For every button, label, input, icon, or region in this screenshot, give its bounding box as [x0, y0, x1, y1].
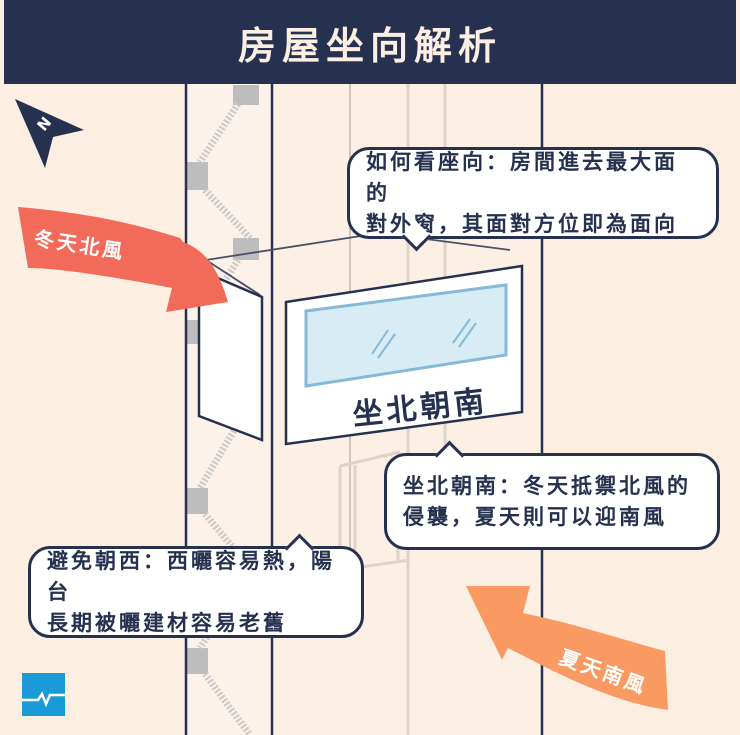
- title-banner: 房屋坐向解析: [4, 0, 736, 84]
- bubble-avoid-west: 避免朝西：西曬容易熱，陽台 長期被曬建材容易老舊: [28, 533, 364, 638]
- bubble-line: 侵襲，夏天則可以迎南風: [403, 504, 667, 529]
- compass-icon: [15, 99, 84, 168]
- bubble-north-facing-south: 坐北朝南：冬天抵禦北風的 侵襲，夏天則可以迎南風: [384, 440, 720, 550]
- bubble-how-to-read-orientation: 如何看座向：房間進去最大面的 對外窗，其面對方位即為面向: [347, 147, 719, 252]
- pulse-logo-icon: [22, 673, 65, 716]
- illustration: N 冬天北風 夏天南風 坐北朝南 如何看座向：房間進去最大面的 對外窗，其面對方…: [0, 84, 740, 735]
- winter-wind-arrow: [18, 207, 228, 312]
- side-panel: [197, 268, 264, 442]
- bubble-line: 坐北朝南：冬天抵禦北風的: [403, 473, 691, 498]
- bubble-line: 避免朝西：西曬容易熱，陽台: [47, 548, 335, 604]
- bubble-line: 長期被曬建材容易老舊: [47, 610, 287, 635]
- bubble-line: 如何看座向：房間進去最大面的: [366, 149, 678, 205]
- glass-window: [304, 283, 508, 388]
- page-title: 房屋坐向解析: [237, 23, 502, 68]
- summer-wind-arrow: [466, 586, 668, 710]
